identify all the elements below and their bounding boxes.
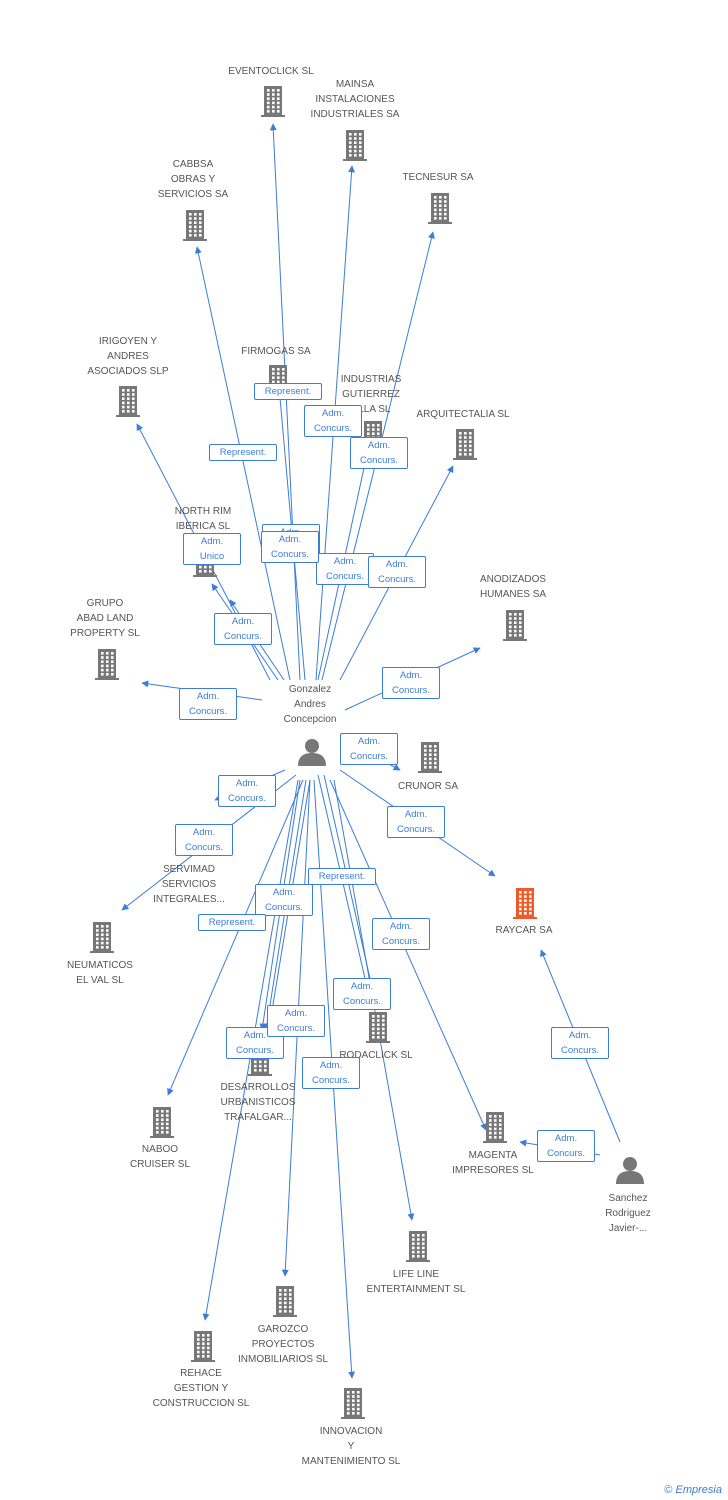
irigoyen-label[interactable]: IRIGOYEN Y ANDRES ASOCIADOS SLP bbox=[87, 336, 169, 377]
tecnesur-label[interactable]: TECNESUR SA bbox=[402, 172, 474, 183]
relation-label-raycar[interactable]: Adm. Concurs. bbox=[551, 1027, 609, 1059]
edge-gonzalez-rodaclick bbox=[317, 774, 372, 1001]
edge-gonzalez-magenta bbox=[329, 779, 487, 1131]
building-icon bbox=[261, 86, 285, 117]
desarrollos-label[interactable]: DESARROLLOS URBANISTICOS TRAFALGAR... bbox=[220, 1082, 296, 1123]
person-icon bbox=[298, 739, 326, 766]
building-icon bbox=[453, 429, 477, 460]
relation-label-desarrollos[interactable]: Adm. Concurs. bbox=[255, 884, 313, 916]
tecnesur-node-icon[interactable] bbox=[427, 191, 453, 230]
arquitectalia-node-icon[interactable] bbox=[452, 427, 478, 466]
building-icon bbox=[183, 210, 207, 241]
innovacion-label[interactable]: INNOVACION Y MANTENIMIENTO SL bbox=[301, 1426, 401, 1467]
anodizados-label[interactable]: ANODIZADOS HUMANES SA bbox=[479, 574, 547, 600]
building-icon bbox=[366, 1012, 390, 1043]
mainsa-label[interactable]: MAINSA INSTALACIONES INDUSTRIALES SA bbox=[310, 79, 400, 120]
rehace-label[interactable]: REHACE GESTION Y CONSTRUCCION SL bbox=[152, 1368, 250, 1409]
relation-label-desarrollos[interactable]: Represent. bbox=[198, 914, 266, 931]
building-icon bbox=[343, 130, 367, 161]
relation-label-industrias[interactable]: Adm. Concurs. bbox=[304, 405, 362, 437]
gonzalez-node-icon[interactable] bbox=[297, 737, 327, 772]
building-icon bbox=[116, 386, 140, 417]
relation-label-raycar[interactable]: Adm. Concurs. bbox=[387, 806, 445, 838]
firmogas-label[interactable]: FIRMOGAS SA bbox=[241, 346, 311, 357]
building-icon bbox=[341, 1388, 365, 1419]
building-icon bbox=[150, 1107, 174, 1138]
garozco-node-icon[interactable] bbox=[272, 1284, 298, 1323]
building-icon bbox=[428, 193, 452, 224]
relation-label-cabbsa[interactable]: Adm. Concurs. bbox=[261, 531, 319, 563]
copyright-symbol: © bbox=[664, 1484, 673, 1496]
relation-label-arquitectalia[interactable]: Adm. Concurs. bbox=[368, 556, 426, 588]
relation-label-northrim[interactable]: Adm. Unico bbox=[183, 533, 241, 565]
crunor-label[interactable]: CRUNOR SA bbox=[397, 781, 459, 792]
magenta-node-icon[interactable] bbox=[482, 1110, 508, 1149]
relation-label-tecnesur[interactable]: Adm. Concurs. bbox=[350, 437, 408, 469]
northrim-label[interactable]: NORTH RIM IBERICA SL bbox=[174, 506, 232, 532]
relation-label-naboo[interactable]: Adm. Concurs. bbox=[267, 1005, 325, 1037]
relation-label-magenta[interactable]: Adm. Concurs. bbox=[372, 918, 430, 950]
cabbsa-label[interactable]: CABBSA OBRAS Y SERVICIOS SA bbox=[157, 159, 229, 200]
building-icon bbox=[406, 1231, 430, 1262]
gonzalez-label[interactable]: Gonzalez Andres Concepcion bbox=[283, 684, 337, 725]
building-icon bbox=[483, 1112, 507, 1143]
rehace-node-icon[interactable] bbox=[190, 1329, 216, 1368]
mainsa-node-icon[interactable] bbox=[342, 128, 368, 167]
relation-label-desarrollos[interactable]: Adm. Concurs. bbox=[226, 1027, 284, 1059]
eventoclick-node-icon[interactable] bbox=[260, 84, 286, 123]
relation-label-neumaticos[interactable]: Adm. Concurs. bbox=[175, 824, 233, 856]
servimad-label[interactable]: SERVIMAD SERVICIOS INTEGRALES... bbox=[153, 864, 225, 905]
building-icon bbox=[95, 649, 119, 680]
person-icon bbox=[616, 1157, 644, 1184]
sanchez-node-icon[interactable] bbox=[615, 1155, 645, 1190]
building-icon bbox=[503, 610, 527, 641]
grupoabad-label[interactable]: GRUPO ABAD LAND PROPERTY SL bbox=[70, 598, 140, 639]
building-icon bbox=[191, 1331, 215, 1362]
industrias-label[interactable]: INDUSTRIAS GUTIERREZ ELLA SL bbox=[340, 374, 402, 415]
lifeline-label[interactable]: LIFE LINE ENTERTAINMENT SL bbox=[366, 1269, 466, 1295]
irigoyen-node-icon[interactable] bbox=[115, 384, 141, 423]
building-icon bbox=[513, 888, 537, 919]
relation-label-anodizados[interactable]: Adm. Concurs. bbox=[382, 667, 440, 699]
relation-label-northrim[interactable]: Adm. Concurs. bbox=[214, 613, 272, 645]
innovacion-node-icon[interactable] bbox=[340, 1386, 366, 1425]
relation-label-crunor[interactable]: Adm. Concurs. bbox=[340, 733, 398, 765]
crunor-node-icon[interactable] bbox=[417, 740, 443, 779]
relation-label-servimad[interactable]: Adm. Concurs. bbox=[218, 775, 276, 807]
edge-gonzalez-eventoclick bbox=[269, 123, 301, 681]
relation-label-firmogas[interactable]: Represent. bbox=[254, 383, 322, 400]
relation-label-rodaclick[interactable]: Adm. Concurs. bbox=[333, 978, 391, 1010]
building-icon bbox=[90, 922, 114, 953]
relation-label-lifeline[interactable]: Adm. Concurs. bbox=[302, 1057, 360, 1089]
neumaticos-label[interactable]: NEUMATICOS EL VAL SL bbox=[67, 960, 133, 986]
brand-name: Empresia bbox=[675, 1484, 722, 1496]
garozco-label[interactable]: GAROZCO PROYECTOS INMOBILIARIOS SL bbox=[237, 1324, 329, 1365]
magenta-label[interactable]: MAGENTA IMPRESORES SL bbox=[452, 1150, 534, 1176]
edge-gonzalez-naboo bbox=[167, 779, 304, 1096]
neumaticos-node-icon[interactable] bbox=[89, 920, 115, 959]
building-icon bbox=[273, 1286, 297, 1317]
rodaclick-node-icon[interactable] bbox=[365, 1010, 391, 1049]
sanchez-label[interactable]: Sanchez Rodriguez Javier-... bbox=[605, 1193, 651, 1234]
relation-label-magenta[interactable]: Adm. Concurs. bbox=[537, 1130, 595, 1162]
rodaclick-label[interactable]: RODACLICK SL bbox=[339, 1050, 413, 1061]
lifeline-node-icon[interactable] bbox=[405, 1229, 431, 1268]
raycar-node-icon[interactable] bbox=[512, 886, 538, 925]
raycar-label[interactable]: RAYCAR SA bbox=[495, 925, 553, 936]
footer-brand: © Empresia bbox=[664, 1484, 722, 1496]
naboo-label[interactable]: NABOO CRUISER SL bbox=[129, 1144, 191, 1170]
cabbsa-node-icon[interactable] bbox=[182, 208, 208, 247]
relation-label-rodaclick[interactable]: Represent. bbox=[308, 868, 376, 885]
relation-label-grupoabad[interactable]: Adm. Concurs. bbox=[179, 688, 237, 720]
edge-gonzalez-cabbsa bbox=[194, 246, 291, 681]
eventoclick-label[interactable]: EVENTOCLICK SL bbox=[228, 66, 314, 77]
grupoabad-node-icon[interactable] bbox=[94, 647, 120, 686]
relation-label-mainsa[interactable]: Adm. Concurs. bbox=[316, 553, 374, 585]
naboo-node-icon[interactable] bbox=[149, 1105, 175, 1144]
arquitectalia-label[interactable]: ARQUITECTALIA SL bbox=[416, 409, 510, 420]
building-icon bbox=[418, 742, 442, 773]
anodizados-node-icon[interactable] bbox=[502, 608, 528, 647]
relation-label-irigoyen[interactable]: Represent. bbox=[209, 444, 277, 461]
